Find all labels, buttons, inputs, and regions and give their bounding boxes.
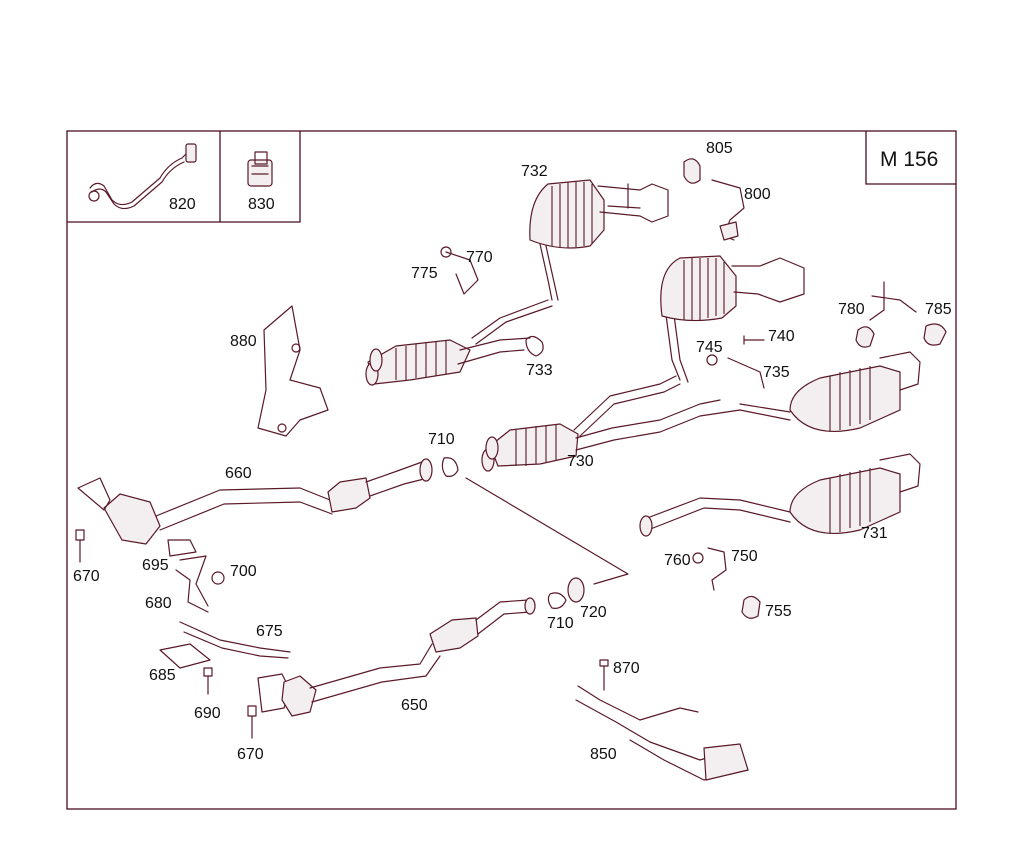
inset-box-820 [67, 131, 221, 223]
callout-780: 780 [838, 301, 865, 318]
callout-650: 650 [401, 697, 428, 714]
nut-745[interactable] [706, 354, 718, 366]
bracket-735[interactable] [727, 357, 765, 389]
callout-740: 740 [768, 328, 795, 345]
callout-730: 730 [567, 453, 594, 470]
bracket-680[interactable] [175, 555, 209, 613]
bracket-695[interactable] [167, 539, 197, 557]
bracket-880[interactable] [257, 305, 329, 437]
rear-muffler-732[interactable] [529, 179, 669, 301]
bracket-850[interactable] [575, 685, 749, 781]
callout-830: 830 [248, 196, 275, 213]
bolt-670-lower[interactable] [247, 705, 257, 739]
rear-muffler-731[interactable] [639, 351, 921, 537]
rubber-mount-805[interactable] [683, 158, 701, 184]
callout-690: 690 [194, 705, 221, 722]
callout-732: 732 [521, 163, 548, 180]
callout-670-upper: 670 [73, 568, 100, 585]
nut-775[interactable] [440, 246, 452, 258]
callout-695: 695 [142, 557, 169, 574]
callout-733: 733 [526, 362, 553, 379]
bracket-685[interactable] [159, 643, 211, 669]
callout-710-upper: 710 [428, 431, 455, 448]
clamp-710-upper[interactable] [441, 457, 459, 477]
hanger-770[interactable] [445, 251, 479, 295]
callout-700: 700 [230, 563, 257, 580]
callout-731: 731 [861, 525, 888, 542]
oxygen-sensor-820[interactable] [88, 143, 197, 210]
callout-800: 800 [744, 186, 771, 203]
bolt-690[interactable] [203, 667, 213, 695]
center-pipe-730[interactable] [481, 299, 741, 472]
bracket-780[interactable] [855, 281, 917, 348]
bolt-740[interactable] [743, 335, 765, 345]
bracket-675[interactable] [179, 621, 291, 659]
front-pipe-733[interactable] [365, 299, 553, 386]
rubber-mount-785[interactable] [923, 323, 947, 346]
diagram-frame [66, 130, 957, 810]
nut-700[interactable] [211, 571, 225, 585]
callout-770: 770 [466, 249, 493, 266]
callout-880: 880 [230, 333, 257, 350]
callout-735: 735 [763, 364, 790, 381]
leader-line-710 [465, 477, 629, 585]
front-pipe-660[interactable] [77, 458, 433, 545]
bracket-750[interactable] [707, 547, 727, 591]
callout-775: 775 [411, 265, 438, 282]
callout-680: 680 [145, 595, 172, 612]
nut-760[interactable] [692, 552, 704, 564]
callout-710-lower: 710 [547, 615, 574, 632]
callout-760: 760 [664, 552, 691, 569]
callout-750: 750 [731, 548, 758, 565]
model-code-label: M 156 [880, 148, 938, 171]
front-pipe-650[interactable] [257, 597, 536, 717]
rear-muffler-upper-right[interactable] [660, 255, 805, 322]
callout-820: 820 [169, 196, 196, 213]
callout-870: 870 [613, 660, 640, 677]
callout-785: 785 [925, 301, 952, 318]
callout-745: 745 [696, 339, 723, 356]
clamp-710-lower[interactable] [547, 592, 567, 609]
rubber-mount-755[interactable] [741, 595, 761, 619]
model-badge-box [865, 131, 956, 185]
callout-660: 660 [225, 465, 252, 482]
callout-670-lower: 670 [237, 746, 264, 763]
callout-685: 685 [149, 667, 176, 684]
callout-850: 850 [590, 746, 617, 763]
callout-805: 805 [706, 140, 733, 157]
callout-755: 755 [765, 603, 792, 620]
callout-720: 720 [580, 604, 607, 621]
bracket-800[interactable] [711, 179, 745, 241]
ring-720[interactable] [567, 577, 585, 603]
bolt-870[interactable] [599, 659, 609, 691]
bolt-670-upper[interactable] [75, 529, 85, 563]
clip-830[interactable] [247, 151, 273, 187]
callout-675: 675 [256, 623, 283, 640]
inset-box-830 [220, 131, 301, 223]
